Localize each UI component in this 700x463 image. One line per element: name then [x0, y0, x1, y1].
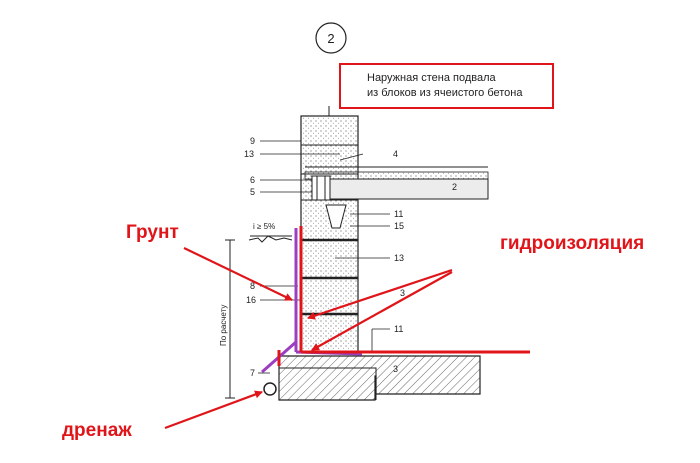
detail-number-marker: 2	[315, 22, 347, 54]
callout-9: 9	[250, 136, 255, 146]
callout-3-low: 3	[393, 364, 398, 374]
red-arrows	[164, 247, 453, 430]
caption-line-1: Наружная стена подвала	[367, 72, 497, 84]
callout-7: 7	[250, 368, 255, 378]
callout-16: 16	[246, 295, 256, 305]
arrow-ground	[183, 247, 293, 301]
callout-4: 4	[393, 149, 398, 159]
callout-2: 2	[452, 182, 457, 192]
callout-5: 5	[250, 187, 255, 197]
waterproofing-label: гидроизоляция	[500, 233, 644, 254]
slope-label: i ≥ 5%	[253, 222, 275, 231]
callout-8: 8	[250, 281, 255, 291]
callout-11-top: 11	[394, 209, 403, 219]
caption-line-2: из блоков из ячеистого бетона	[367, 87, 523, 99]
caption-box: Наружная стена подвала из блоков из ячеи…	[339, 63, 554, 109]
dimension-line: По расчету	[219, 239, 235, 399]
callout-13-top: 13	[244, 149, 254, 159]
callout-3-upper: 3	[400, 288, 405, 298]
red-annotation-lines	[277, 226, 530, 366]
ground-level: i ≥ 5%	[248, 222, 293, 243]
detail-number: 2	[327, 31, 334, 46]
arrow-waterproofing-1	[307, 268, 453, 320]
callout-15: 15	[394, 221, 404, 231]
drain-pipe-icon	[263, 382, 277, 396]
callout-6: 6	[250, 175, 255, 185]
callout-numbers: 9 13 6 5 4 2 11 15 13 8 16 3 11 3 7	[244, 136, 457, 378]
anchor-detail	[311, 175, 347, 229]
callout-leaders	[258, 140, 390, 374]
dimension-label: По расчету	[219, 305, 228, 346]
callout-13-mid: 13	[394, 253, 404, 263]
callout-11-low: 11	[394, 324, 403, 334]
arrow-waterproofing-2	[311, 271, 453, 351]
arrow-drainage	[164, 390, 263, 430]
ground-label: Грунт	[126, 222, 179, 243]
floor-slab	[304, 166, 489, 200]
drainage-label: дренаж	[62, 420, 132, 441]
foundation-footing	[278, 355, 481, 401]
